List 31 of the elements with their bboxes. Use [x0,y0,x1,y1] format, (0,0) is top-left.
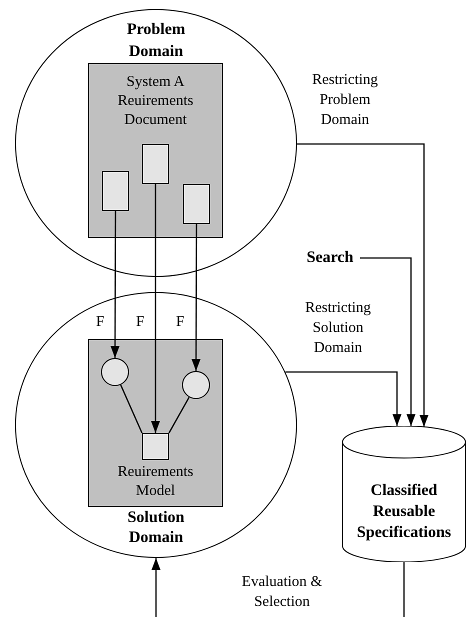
flow-label: Evaluation & Selection [240,573,324,612]
document-box [88,63,223,238]
requirement-box [183,184,210,224]
arrow [285,371,402,426]
arrow [151,184,160,433]
node-label: Reuirements Model [116,463,194,501]
edge-label: Restricting Solution Domain [304,299,372,358]
model-box [88,339,223,507]
connector-line [168,396,190,434]
arrow [110,211,120,358]
arrow [297,143,428,427]
node-label: System A Reuirements Document [116,73,194,130]
edge-label: F [176,313,184,332]
arrow [192,224,201,371]
edge-label: Restricting Problem Domain [311,71,379,130]
node-label: Problem Domain [126,20,186,62]
connector-line [120,384,143,434]
edge-label: F [136,313,144,332]
edge-label: F [96,313,104,332]
requirement-box [142,144,169,184]
domain-circle [15,292,297,558]
node-label: Solution Domain [126,508,186,548]
requirement-box [102,171,129,211]
connector-line [403,562,405,617]
database-cylinder [342,426,466,562]
domain-circle [15,9,297,277]
node-label: Classified Reusable Specifications [356,480,452,542]
search-label: Search [306,248,354,268]
square-node [142,433,169,460]
arrow [152,558,160,617]
arrow [360,257,416,426]
